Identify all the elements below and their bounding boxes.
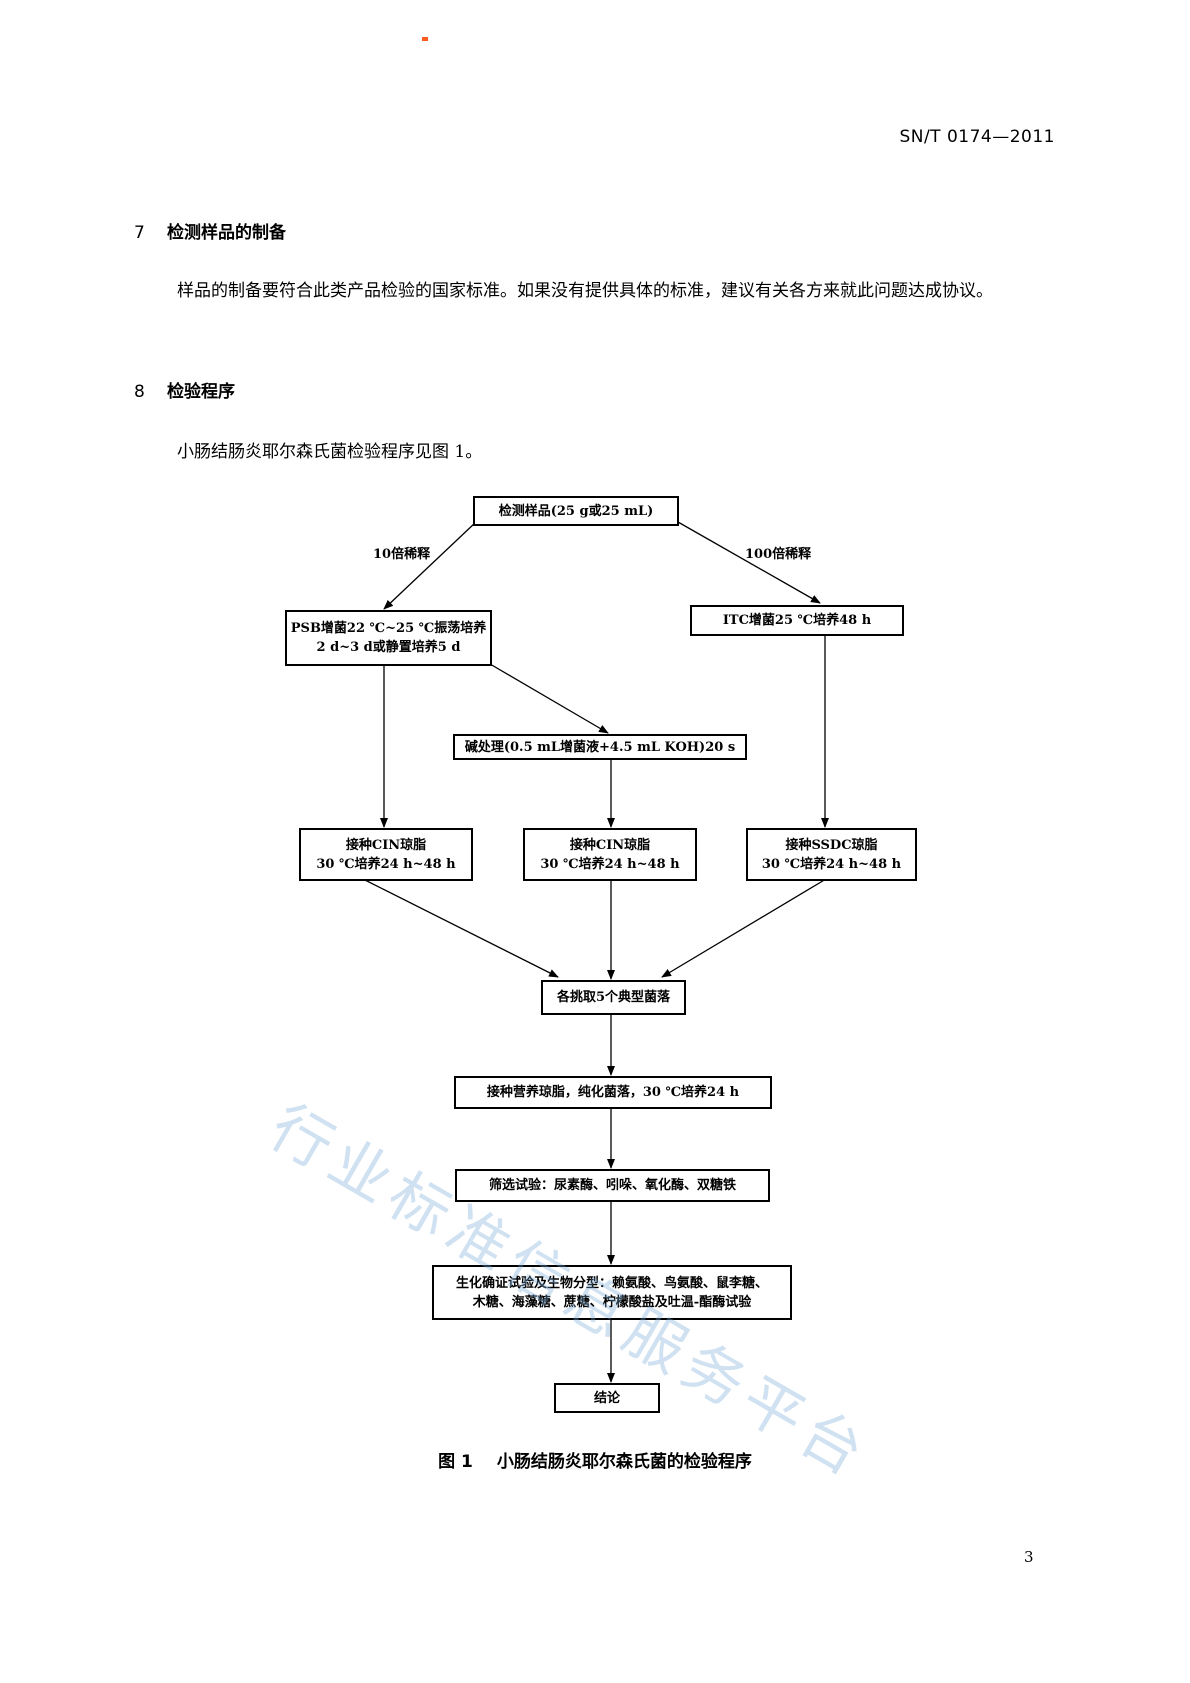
cin-middle-line-2: 30 ℃培养24 h~48 h <box>540 856 680 872</box>
alkali-treatment-box: 碱处理(0.5 mL增菌液+4.5 mL KOH)20 s <box>453 734 747 760</box>
section-7-heading: 7 检测样品的制备 <box>134 218 286 243</box>
ssdc-line-2: 30 ℃培养24 h~48 h <box>761 856 902 872</box>
arrow-sample-to-itc <box>677 521 821 604</box>
ssdc-line-1: 接种SSDC琼脂 <box>785 837 878 853</box>
purify-text: 接种营养琼脂，纯化菌落，30 ℃培养24 h <box>486 1085 740 1100</box>
section-7-title: 检测样品的制备 <box>167 223 286 243</box>
cin-left-line-2: 30 ℃培养24 h~48 h <box>316 856 456 872</box>
cin-left-line-1: 接种CIN琼脂 <box>345 837 427 853</box>
psb-line-1: PSB增菌22 ℃~25 ℃振荡培养 <box>290 621 487 636</box>
cin-middle-line-1: 接种CIN琼脂 <box>569 837 651 853</box>
screen-text: 筛选试验：尿素酶、吲哚、氧化酶、双糖铁 <box>488 1178 736 1193</box>
document-number: SN/T 0174—2011 <box>899 127 1055 147</box>
arrow-cin1-to-pick <box>362 878 559 978</box>
itc-text: ITC增菌25 ℃培养48 h <box>722 613 872 628</box>
biochem-line-1: 生化确证试验及生物分型：赖氨酸、鸟氨酸、鼠李糖、 <box>455 1275 768 1291</box>
pick-colonies-box: 各挑取5个典型菌落 <box>541 980 686 1015</box>
psb-line-2: 2 d~3 d或静置培养5 d <box>316 640 461 655</box>
biochem-line-2: 木糖、海藻糖、蔗糖、柠檬酸盐及吐温-酯酶试验 <box>472 1294 752 1310</box>
arrow-psb-to-alkali <box>489 663 609 734</box>
pick-text: 各挑取5个典型菌落 <box>556 990 671 1005</box>
cin-agar-box-middle: 接种CIN琼脂 30 ℃培养24 h~48 h <box>523 828 697 881</box>
arrow-ssdc-to-pick <box>661 878 827 978</box>
sample-box: 检测样品(25 g或25 mL) <box>473 496 679 526</box>
itc-enrichment-box: ITC增菌25 ℃培养48 h <box>690 605 904 636</box>
arrow-sample-to-psb <box>383 521 477 610</box>
page-number: 3 <box>1024 1548 1034 1566</box>
orange-mark <box>422 37 428 41</box>
psb-enrichment-box: PSB增菌22 ℃~25 ℃振荡培养 2 d~3 d或静置培养5 d <box>285 610 492 666</box>
section-8-heading: 8 检验程序 <box>134 377 235 402</box>
alkali-text: 碱处理(0.5 mL增菌液+4.5 mL KOH)20 s <box>464 739 736 755</box>
biochemical-test-box: 生化确证试验及生物分型：赖氨酸、鸟氨酸、鼠李糖、 木糖、海藻糖、蔗糖、柠檬酸盐及… <box>432 1265 792 1320</box>
section-8-number: 8 <box>134 382 145 402</box>
figure-title: 小肠结肠炎耶尔森氏菌的检验程序 <box>496 1452 752 1472</box>
section-7-number: 7 <box>134 223 145 243</box>
purify-box: 接种营养琼脂，纯化菌落，30 ℃培养24 h <box>454 1076 772 1109</box>
conclusion-text: 结论 <box>593 1390 620 1406</box>
dilution-100x-label: 100倍稀释 <box>745 547 812 562</box>
figure-caption: 图 1 小肠结肠炎耶尔森氏菌的检验程序 <box>0 1447 1190 1472</box>
figure-label: 图 1 <box>438 1452 473 1472</box>
section-8-title: 检验程序 <box>167 382 235 402</box>
section-8-body: 小肠结肠炎耶尔森氏菌检验程序见图 1。 <box>177 442 483 462</box>
screening-test-box: 筛选试验：尿素酶、吲哚、氧化酶、双糖铁 <box>455 1169 770 1202</box>
conclusion-box: 结论 <box>554 1383 660 1413</box>
dilution-10x-label: 10倍稀释 <box>373 547 431 562</box>
ssdc-agar-box: 接种SSDC琼脂 30 ℃培养24 h~48 h <box>746 828 917 881</box>
sample-text: 检测样品(25 g或25 mL) <box>498 503 654 519</box>
cin-agar-box-left: 接种CIN琼脂 30 ℃培养24 h~48 h <box>299 828 473 881</box>
section-7-body: 样品的制备要符合此类产品检验的国家标准。如果没有提供具体的标准，建议有关各方来就… <box>177 281 993 301</box>
